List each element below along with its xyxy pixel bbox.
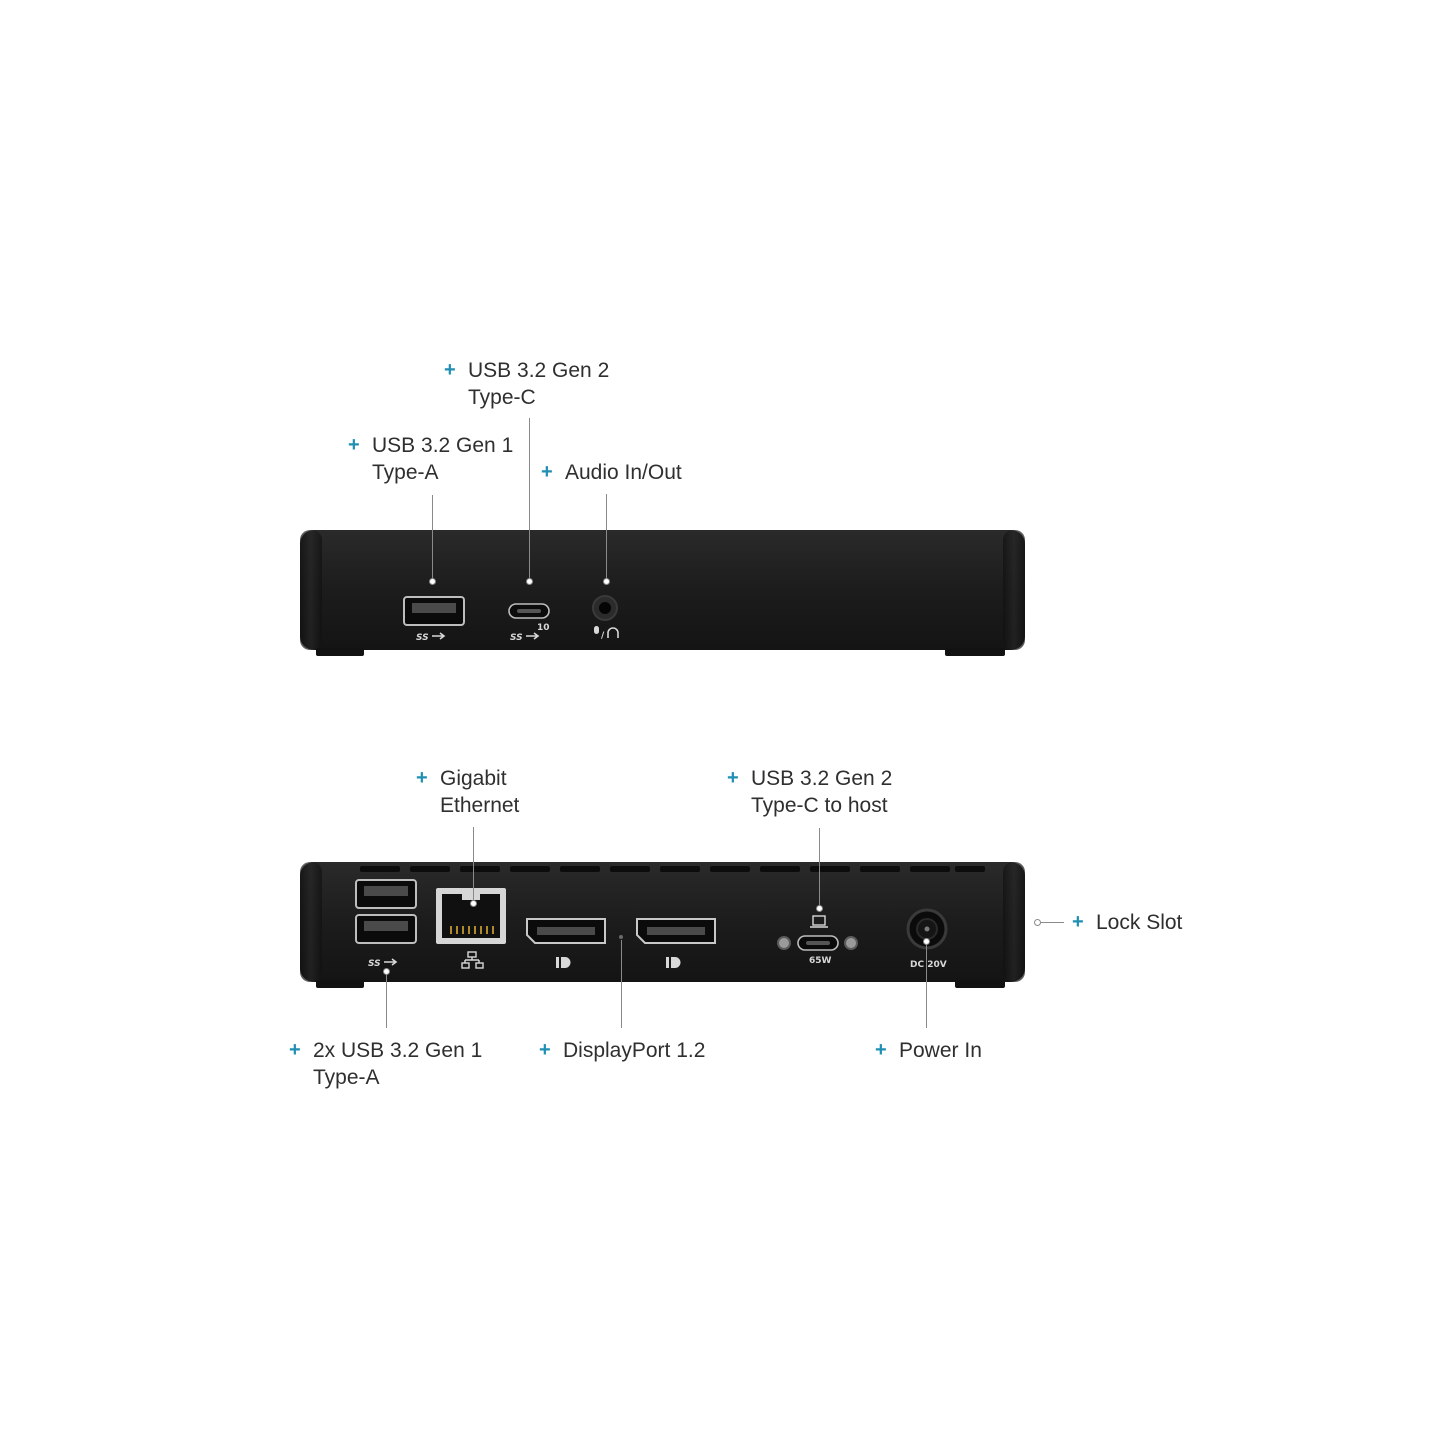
plus-icon: + — [539, 1039, 551, 1061]
port-divider-dot — [619, 935, 623, 939]
svg-text:SS: SS — [510, 633, 523, 643]
plus-icon: + — [1072, 911, 1084, 933]
headset-mic-icon: / — [594, 626, 619, 641]
laptop-icon — [810, 915, 828, 928]
usb-a-port — [403, 596, 465, 626]
displayport-icon — [556, 957, 571, 968]
leader-usb-a — [432, 495, 433, 580]
plus-icon: + — [444, 359, 456, 381]
usb-c-power-marking: 65W — [809, 956, 832, 966]
dc-in-marking: DC 20V — [910, 960, 947, 970]
ethernet-port — [436, 888, 506, 944]
network-icon — [461, 951, 484, 969]
leader-dot — [383, 968, 390, 975]
leader-usb-c-host — [819, 828, 820, 908]
leader-usb-c — [529, 418, 530, 580]
leader-ethernet — [473, 827, 474, 903]
leader-dot — [1034, 919, 1041, 926]
leader-usb-a-dual — [386, 972, 387, 1028]
callout-displayport: + DisplayPort 1.2 — [539, 1039, 706, 1062]
foot — [955, 980, 1005, 988]
callout-usb-c: + USB 3.2 Gen 2 Type-C — [444, 359, 610, 409]
leader-dot — [816, 905, 823, 912]
usb-c-port — [508, 603, 550, 619]
svg-text:SS: SS — [416, 633, 429, 643]
callout-usb-a: + USB 3.2 Gen 1 Type-A — [348, 434, 514, 484]
foot — [316, 980, 364, 988]
foot — [316, 648, 364, 656]
leader-displayport — [621, 940, 622, 1028]
displayport-port-1 — [526, 918, 606, 944]
dual-usb-a-ports — [355, 879, 417, 944]
plus-icon: + — [727, 767, 739, 789]
displayport-port-2 — [636, 918, 716, 944]
superspeed-usb-icon: SS — [416, 632, 446, 643]
rear-dock: SS — [300, 862, 1025, 988]
plus-icon: + — [348, 434, 360, 456]
callout-ethernet: + Gigabit Ethernet — [416, 767, 520, 817]
callout-power-in: + Power In — [875, 1039, 982, 1062]
svg-text:SS: SS — [368, 959, 381, 969]
usb-c-host-port — [777, 935, 858, 951]
leader-dot — [526, 578, 533, 585]
leader-audio — [606, 494, 607, 580]
leader-dot — [429, 578, 436, 585]
dc-power-jack — [906, 908, 948, 950]
plus-icon: + — [289, 1039, 301, 1061]
audio-jack — [592, 595, 618, 621]
plus-icon: + — [875, 1039, 887, 1061]
leader-dot — [923, 938, 930, 945]
callout-usb-c-host: + USB 3.2 Gen 2 Type-C to host — [727, 767, 893, 817]
callout-audio: + Audio In/Out — [541, 461, 682, 484]
foot — [945, 648, 1005, 656]
superspeed-10-usb-icon: SS 10 — [510, 623, 550, 643]
vent-slots — [360, 866, 985, 872]
leader-power — [926, 942, 927, 1028]
svg-text:10: 10 — [537, 623, 550, 633]
plus-icon: + — [416, 767, 428, 789]
plus-icon: + — [541, 461, 553, 483]
callout-lock-slot: + Lock Slot — [1072, 911, 1183, 934]
leader-dot — [470, 900, 477, 907]
front-dock: SS SS 10 / — [300, 530, 1025, 656]
leader-lock — [1040, 922, 1064, 923]
displayport-icon — [666, 957, 681, 968]
superspeed-usb-icon: SS — [368, 958, 398, 969]
svg-text:/: / — [601, 631, 605, 641]
leader-dot — [603, 578, 610, 585]
callout-usb-a-dual: + 2x USB 3.2 Gen 1 Type-A — [289, 1039, 483, 1089]
